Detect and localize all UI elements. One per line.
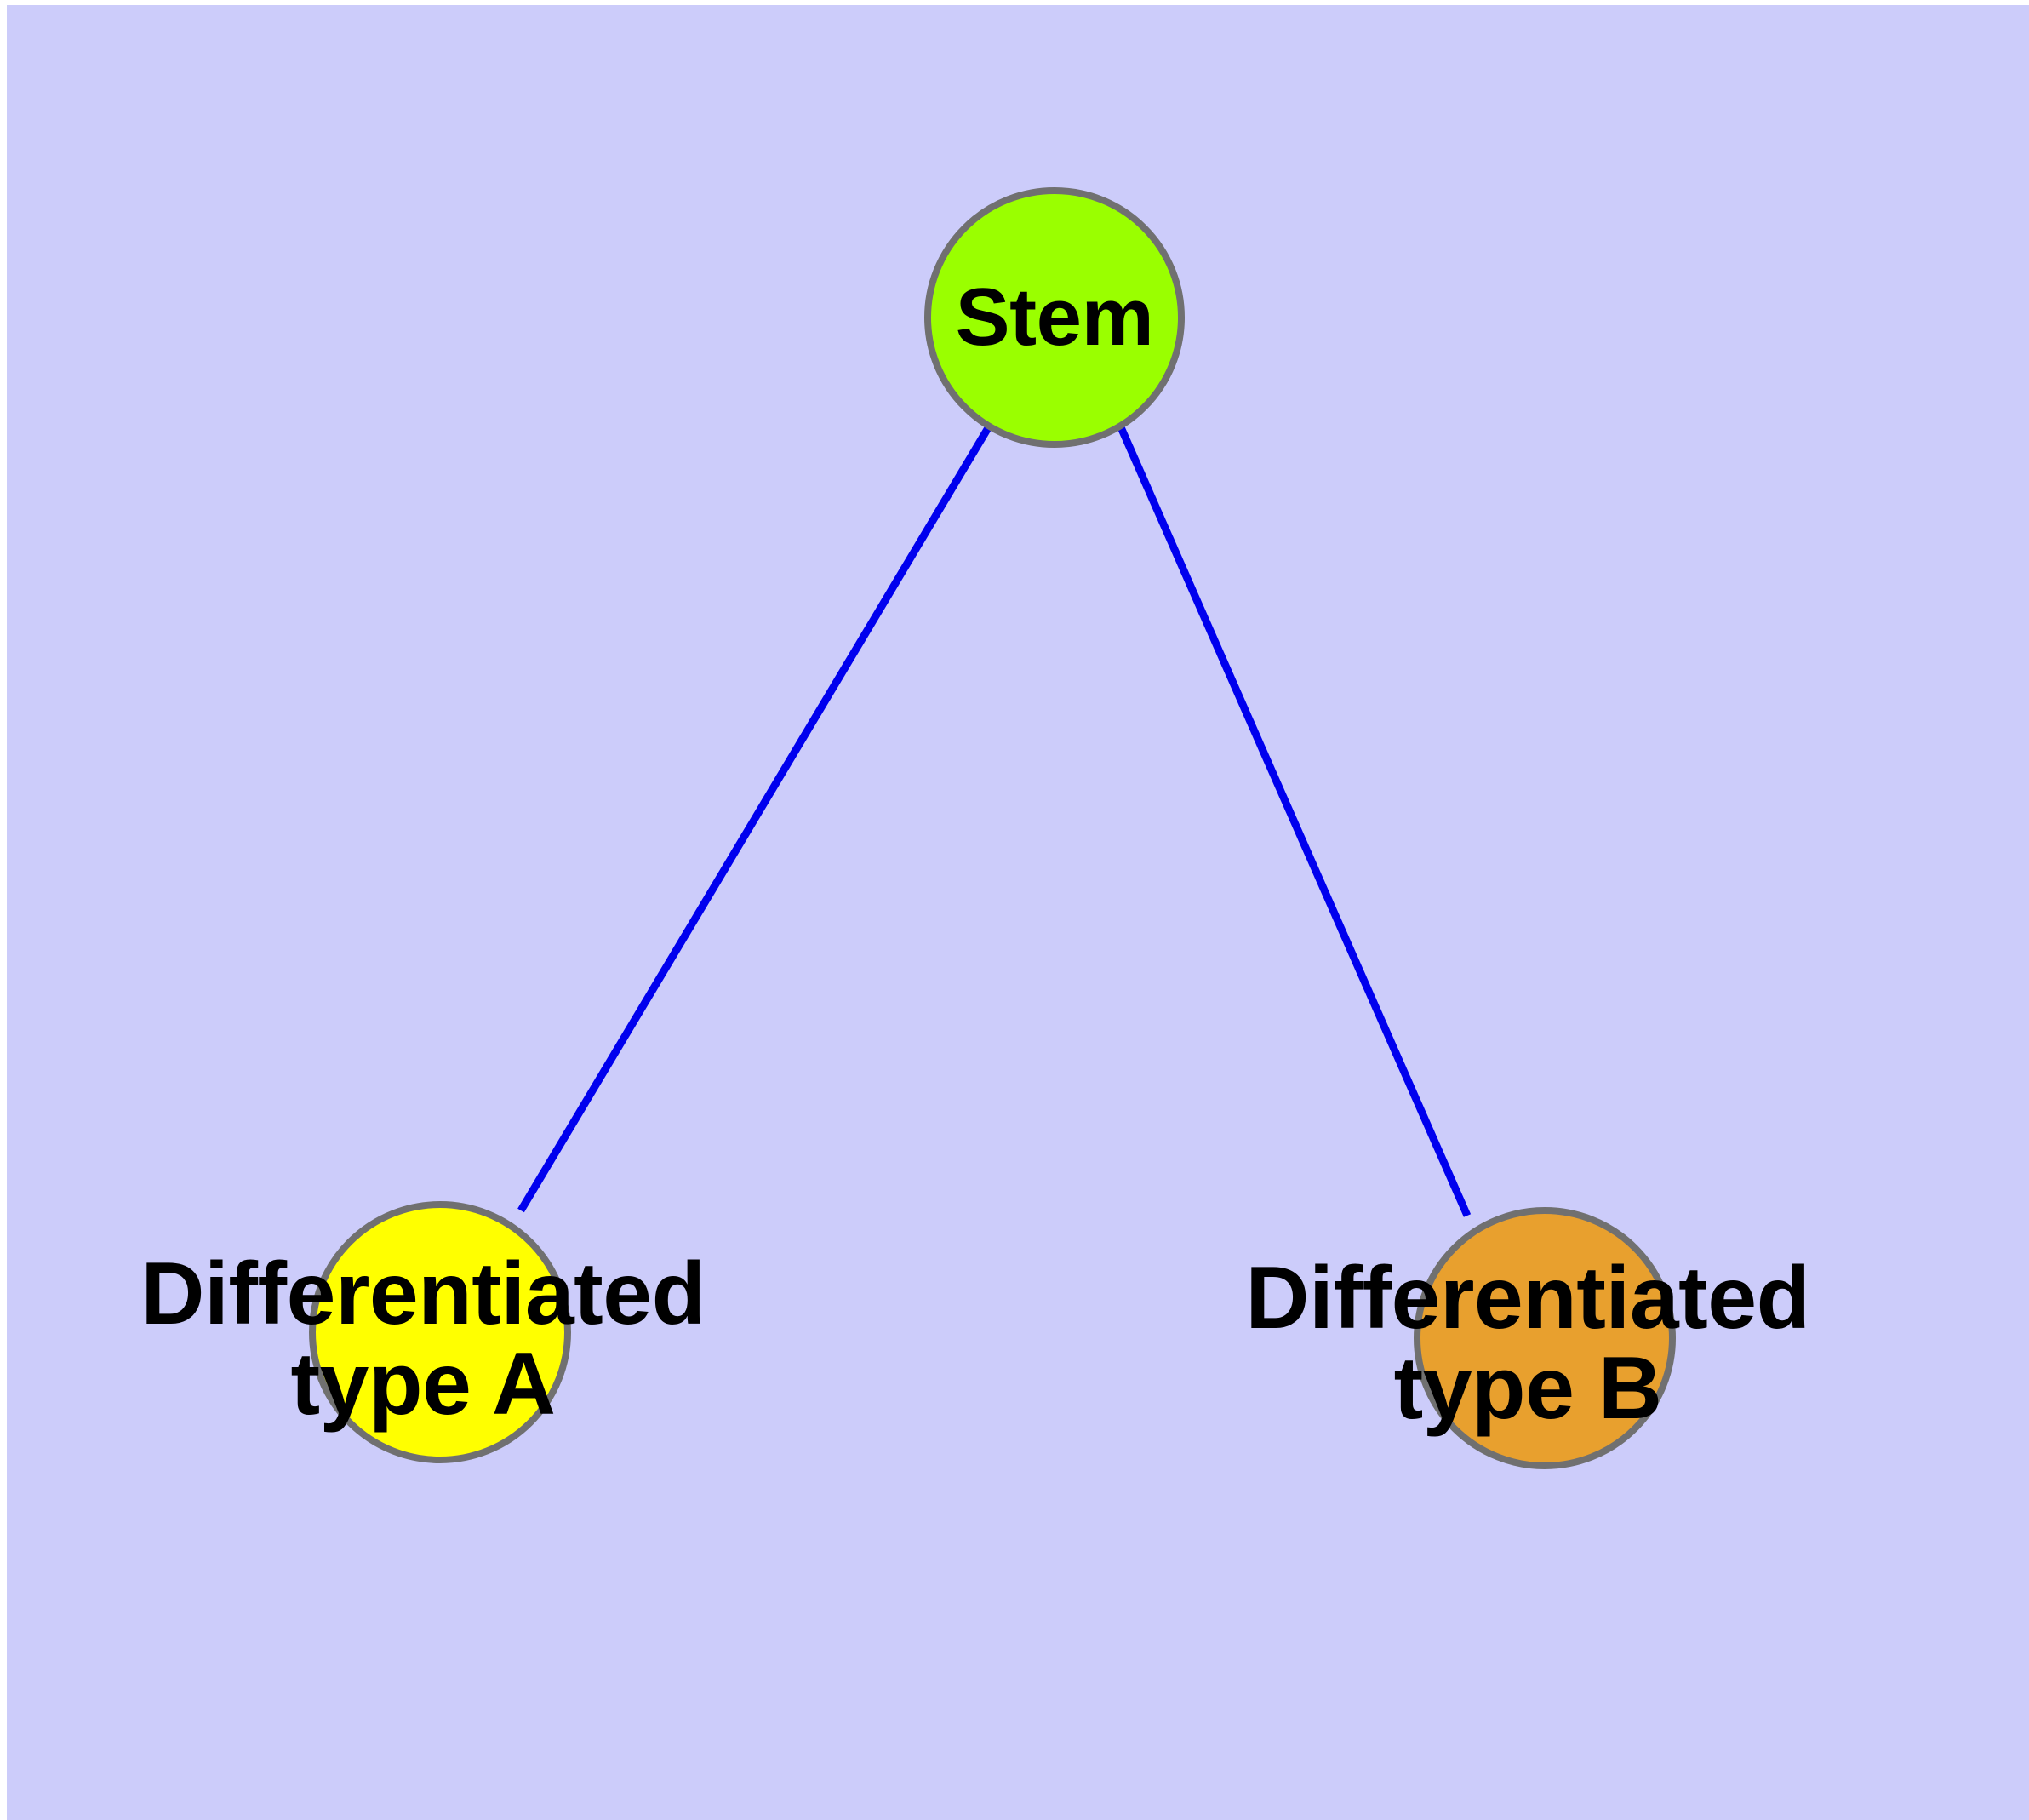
node-stem[interactable] [924,187,1185,448]
node-layer [309,187,1676,1469]
node-differentiated-type-a[interactable] [309,1201,571,1463]
edge-stem-to-differentiated-type-b [1117,426,1472,1217]
edge-layer [517,424,1472,1217]
node-differentiated-type-b[interactable] [1414,1207,1676,1469]
edge-stem-to-differentiated-type-a [517,424,992,1213]
